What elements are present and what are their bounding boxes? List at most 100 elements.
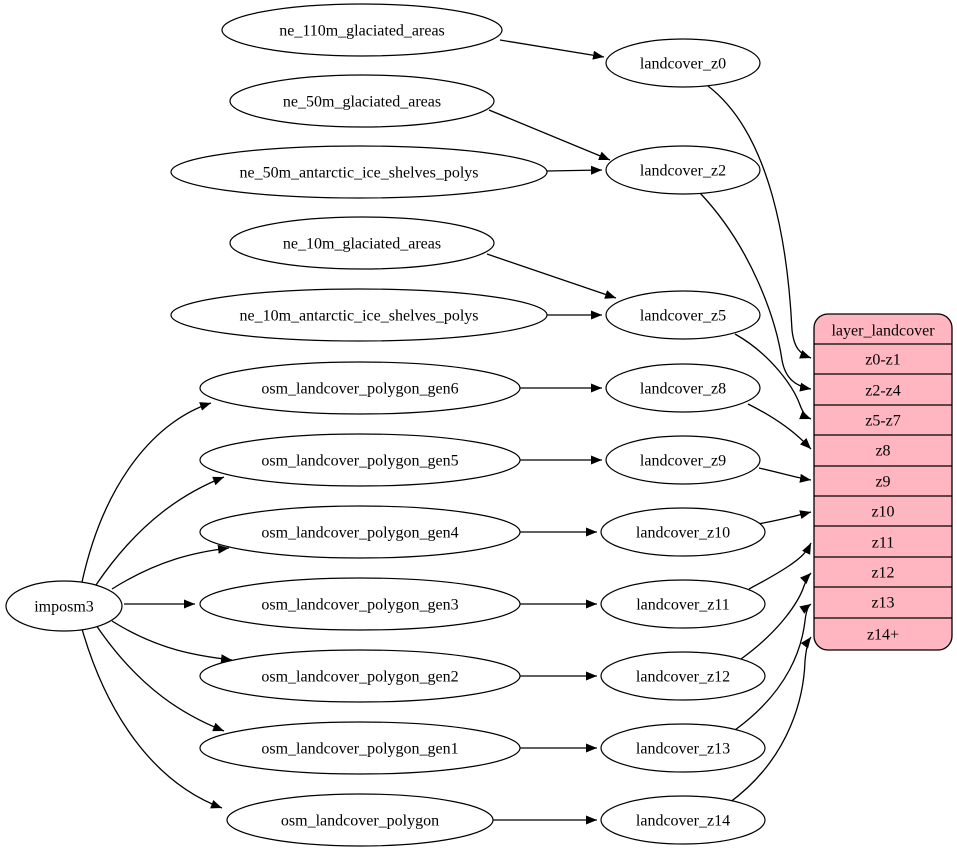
edge-imposm3-to-osm_landcover_polygon_gen1 xyxy=(95,624,225,732)
node-label-ne_110m_glaciated_areas: ne_110m_glaciated_areas xyxy=(279,22,445,39)
node-shape-osm_landcover_polygon_gen3 xyxy=(199,577,521,631)
node-shape-landcover_z11 xyxy=(600,579,766,629)
node-shape-landcover_z12 xyxy=(600,651,766,701)
node-shape-landcover_z13 xyxy=(600,723,766,773)
node-label-osm_landcover_polygon_gen6: osm_landcover_polygon_gen6 xyxy=(261,380,458,397)
node-ne_10m_glaciated_areas: ne_10m_glaciated_areas xyxy=(229,216,495,270)
node-shape-landcover_z14 xyxy=(600,795,766,845)
table-row-label-z12: z12 xyxy=(871,564,894,581)
table-title: layer_landcover xyxy=(831,322,935,339)
edge-landcover_z13-to-layer_landcover.z13 xyxy=(734,603,812,731)
edge-landcover_z8-to-layer_landcover.z8 xyxy=(747,403,812,450)
node-shape-ne_10m_antarctic_ice_shelves_polys xyxy=(170,288,548,342)
node-label-landcover_z13: landcover_z13 xyxy=(636,740,730,757)
edge-landcover_z11-to-layer_landcover.z11 xyxy=(748,542,812,590)
edge-imposm3-to-osm_landcover_polygon_gen2 xyxy=(111,620,233,664)
table-row-label-z5-z7: z5-z7 xyxy=(865,412,901,429)
edge-landcover_z10-to-layer_landcover.z10 xyxy=(757,510,812,525)
node-label-osm_landcover_polygon_gen1: osm_landcover_polygon_gen1 xyxy=(261,740,458,757)
table-row-label-z13: z13 xyxy=(871,594,894,611)
node-label-landcover_z10: landcover_z10 xyxy=(636,524,730,541)
node-label-osm_landcover_polygon_gen5: osm_landcover_polygon_gen5 xyxy=(261,452,458,469)
node-ne_50m_glaciated_areas: ne_50m_glaciated_areas xyxy=(229,74,495,128)
table-row-label-z11: z11 xyxy=(872,534,895,551)
node-osm_landcover_polygon_gen5: osm_landcover_polygon_gen5 xyxy=(199,433,521,487)
node-shape-osm_landcover_polygon_gen4 xyxy=(199,505,521,559)
node-ne_50m_antarctic_ice_shelves_polys: ne_50m_antarctic_ice_shelves_polys xyxy=(170,145,548,199)
node-landcover_z9: landcover_z9 xyxy=(605,435,761,485)
node-label-landcover_z12: landcover_z12 xyxy=(636,668,730,685)
node-osm_landcover_polygon_gen1: osm_landcover_polygon_gen1 xyxy=(199,721,521,775)
node-osm_landcover_polygon_gen4: osm_landcover_polygon_gen4 xyxy=(199,505,521,559)
table-row-label-z2-z4: z2-z4 xyxy=(865,382,901,399)
node-shape-osm_landcover_polygon xyxy=(226,793,494,847)
edge-imposm3-to-osm_landcover_polygon_gen6 xyxy=(81,402,212,583)
node-label-osm_landcover_polygon_gen3: osm_landcover_polygon_gen3 xyxy=(261,596,458,613)
node-shape-osm_landcover_polygon_gen2 xyxy=(199,649,521,703)
node-label-landcover_z5: landcover_z5 xyxy=(640,307,726,324)
node-osm_landcover_polygon_gen3: osm_landcover_polygon_gen3 xyxy=(199,577,521,631)
node-label-landcover_z11: landcover_z11 xyxy=(636,596,730,613)
node-label-imposm3: imposm3 xyxy=(34,598,94,615)
table-outline xyxy=(813,313,953,651)
edge-imposm3-to-osm_landcover_polygon xyxy=(81,628,223,809)
node-ne_110m_glaciated_areas: ne_110m_glaciated_areas xyxy=(221,3,503,57)
node-ne_10m_antarctic_ice_shelves_polys: ne_10m_antarctic_ice_shelves_polys xyxy=(170,288,548,342)
node-label-ne_10m_antarctic_ice_shelves_polys: ne_10m_antarctic_ice_shelves_polys xyxy=(239,307,478,324)
node-landcover_z13: landcover_z13 xyxy=(600,723,766,773)
edge-ne_10m_glaciated_areas-to-landcover_z5 xyxy=(486,253,617,299)
table-row-label-z9: z9 xyxy=(875,473,890,490)
node-shape-ne_110m_glaciated_areas xyxy=(221,3,503,57)
edge-landcover_z14-to-layer_landcover.z14+ xyxy=(728,636,812,804)
node-landcover_z11: landcover_z11 xyxy=(600,579,766,629)
node-landcover_z0: landcover_z0 xyxy=(605,38,761,88)
node-shape-ne_50m_antarctic_ice_shelves_polys xyxy=(170,145,548,199)
table-node-layer_landcover: layer_landcover z0-z1 z2-z4 z5-z7 z8 z9 z10 z11… xyxy=(813,313,953,651)
node-shape-landcover_z2 xyxy=(605,145,761,195)
edge-imposm3-to-osm_landcover_polygon_gen4 xyxy=(111,544,230,590)
node-shape-landcover_z5 xyxy=(605,290,761,340)
edge-landcover_z0-to-layer_landcover.z0-z1 xyxy=(707,85,812,359)
node-shape-osm_landcover_polygon_gen5 xyxy=(199,433,521,487)
node-shape-landcover_z10 xyxy=(600,507,766,557)
node-label-landcover_z9: landcover_z9 xyxy=(640,452,726,469)
node-landcover_z14: landcover_z14 xyxy=(600,795,766,845)
node-shape-landcover_z9 xyxy=(605,435,761,485)
node-label-landcover_z8: landcover_z8 xyxy=(640,380,726,397)
node-osm_landcover_polygon: osm_landcover_polygon xyxy=(226,793,494,847)
node-label-osm_landcover_polygon_gen4: osm_landcover_polygon_gen4 xyxy=(261,524,458,541)
node-label-landcover_z14: landcover_z14 xyxy=(636,812,730,829)
node-shape-imposm3 xyxy=(5,580,123,632)
table-row-label-z10: z10 xyxy=(871,503,894,520)
edge-ne_50m_glaciated_areas-to-landcover_z2 xyxy=(488,109,611,161)
node-label-osm_landcover_polygon_gen2: osm_landcover_polygon_gen2 xyxy=(261,668,458,685)
node-shape-osm_landcover_polygon_gen6 xyxy=(199,361,521,415)
edge-ne_50m_antarctic_ice_shelves_polys-to-landcover_z2 xyxy=(546,165,603,175)
node-shape-landcover_z0 xyxy=(605,38,761,88)
node-label-ne_10m_glaciated_areas: ne_10m_glaciated_areas xyxy=(283,235,441,252)
table-row-label-z8: z8 xyxy=(875,442,890,459)
edge-landcover_z9-to-layer_landcover.z9 xyxy=(758,467,812,483)
edge-landcover_z5-to-layer_landcover.z5-z7 xyxy=(734,333,812,420)
edge-landcover_z12-to-layer_landcover.z12 xyxy=(740,572,812,660)
node-shape-osm_landcover_polygon_gen1 xyxy=(199,721,521,775)
node-shape-landcover_z8 xyxy=(605,363,761,413)
node-landcover_z2: landcover_z2 xyxy=(605,145,761,195)
node-landcover_z10: landcover_z10 xyxy=(600,507,766,557)
node-shape-ne_10m_glaciated_areas xyxy=(229,216,495,270)
node-shape-ne_50m_glaciated_areas xyxy=(229,74,495,128)
node-imposm3: imposm3 xyxy=(5,580,123,632)
table-row-label-z0-z1: z0-z1 xyxy=(865,351,901,368)
node-label-ne_50m_antarctic_ice_shelves_polys: ne_50m_antarctic_ice_shelves_polys xyxy=(239,164,478,181)
node-landcover_z12: landcover_z12 xyxy=(600,651,766,701)
edge-imposm3-to-osm_landcover_polygon_gen5 xyxy=(95,476,225,586)
node-landcover_z8: landcover_z8 xyxy=(605,363,761,413)
edge-ne_110m_glaciated_areas-to-landcover_z0 xyxy=(499,39,605,60)
node-label-landcover_z2: landcover_z2 xyxy=(640,162,726,179)
node-label-landcover_z0: landcover_z0 xyxy=(640,55,726,72)
node-landcover_z5: landcover_z5 xyxy=(605,290,761,340)
node-osm_landcover_polygon_gen6: osm_landcover_polygon_gen6 xyxy=(199,361,521,415)
node-osm_landcover_polygon_gen2: osm_landcover_polygon_gen2 xyxy=(199,649,521,703)
